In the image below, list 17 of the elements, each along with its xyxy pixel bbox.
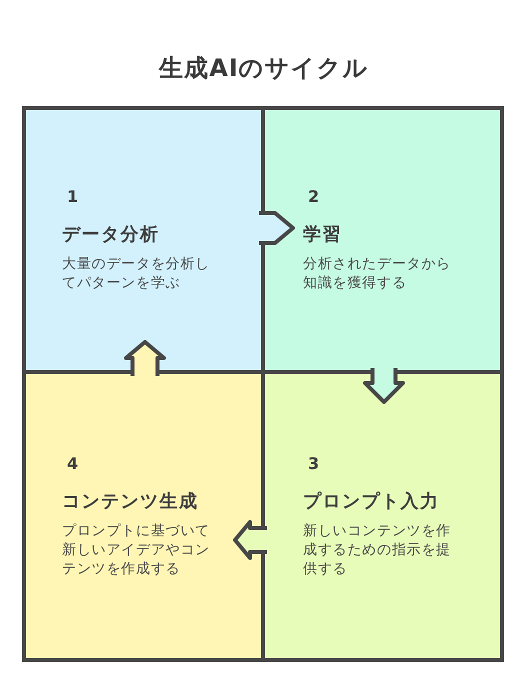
arrow bbox=[124, 340, 166, 376]
step-number: 3 bbox=[308, 454, 320, 474]
step-title: プロンプト入力 bbox=[303, 490, 440, 514]
step-title: コンテンツ生成 bbox=[62, 490, 198, 514]
step-description: プロンプトに基づいて新しいアイデアやコンテンツを作成する bbox=[62, 522, 211, 578]
step-title: 学習 bbox=[303, 223, 342, 247]
arrow bbox=[233, 520, 267, 560]
step-description: 大量のデータを分析してパターンを学ぶ bbox=[62, 255, 211, 293]
step-number: 2 bbox=[308, 187, 320, 207]
step-title: データ分析 bbox=[62, 223, 160, 247]
arrow bbox=[363, 368, 405, 404]
arrow bbox=[259, 211, 295, 245]
step-description: 分析されたデータから知識を獲得する bbox=[303, 255, 452, 293]
step-description: 新しいコンテンツを作成するための指示を提供する bbox=[303, 522, 452, 578]
diagram-title: 生成AIのサイクル bbox=[159, 53, 369, 84]
step-number: 4 bbox=[67, 454, 78, 474]
step-number: 1 bbox=[67, 187, 78, 207]
